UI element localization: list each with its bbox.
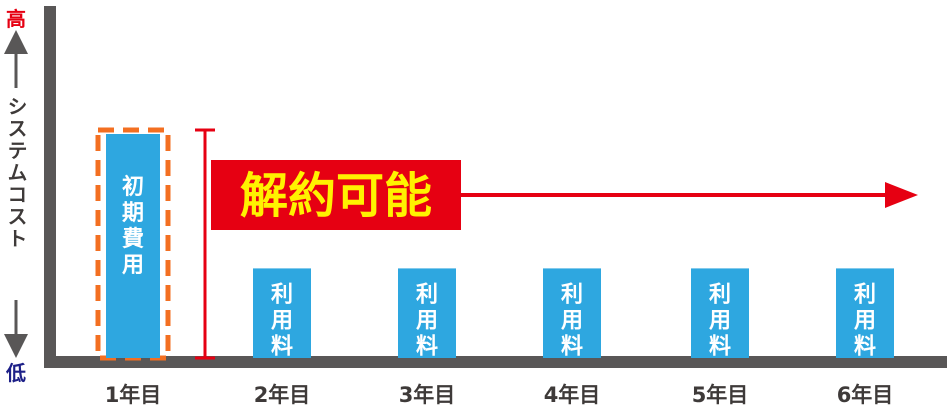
bar-label-char: 用 [271, 308, 293, 333]
x-tick-label: 6年目 [837, 383, 894, 407]
ylabel-text: システムコスト [4, 96, 28, 250]
bar-4 [543, 268, 601, 358]
bar-label-char: 利 [854, 282, 876, 307]
bar-label-char: 料 [854, 334, 876, 359]
bar-label-char: 用 [561, 308, 583, 333]
ylabel-high: 高 [6, 7, 26, 31]
x-tick-label: 1年目 [105, 383, 162, 407]
annotation-banner [211, 160, 461, 230]
bar-5 [691, 268, 749, 358]
annotation-text: 解約可能 [240, 168, 432, 224]
bar-label-char: 料 [416, 334, 438, 359]
ylabel-low: 低 [5, 361, 26, 385]
bar-label-char: 期 [122, 201, 144, 226]
bar-label-char: 利 [416, 282, 438, 307]
bar-6 [836, 268, 894, 358]
bar-1 [106, 134, 160, 358]
bar-label-char: 初 [122, 174, 144, 200]
bar-label-char: 用 [416, 308, 438, 333]
bar-label-char: 用 [709, 308, 731, 333]
bar-label-char: 利 [709, 282, 731, 307]
x-tick-label: 3年目 [399, 383, 456, 407]
bar-label-char: 料 [561, 334, 583, 359]
bar-label-char: 用 [122, 253, 144, 278]
x-tick-label: 2年目 [254, 383, 311, 407]
bar-label-char: 費 [122, 227, 144, 252]
bar-label-char: 料 [709, 334, 731, 359]
annotation-arrowhead [885, 182, 918, 208]
x-tick-label: 4年目 [544, 383, 601, 407]
bar-label-char: 利 [271, 282, 293, 307]
bar-label-char: 料 [271, 334, 293, 359]
bar-3 [398, 268, 456, 358]
bar-label-char: 利 [561, 282, 583, 307]
x-tick-label: 5年目 [692, 383, 749, 407]
bar-label-char: 用 [854, 308, 876, 333]
bar-2 [253, 268, 311, 358]
cancel-annotation: 解約可能 [195, 128, 918, 360]
